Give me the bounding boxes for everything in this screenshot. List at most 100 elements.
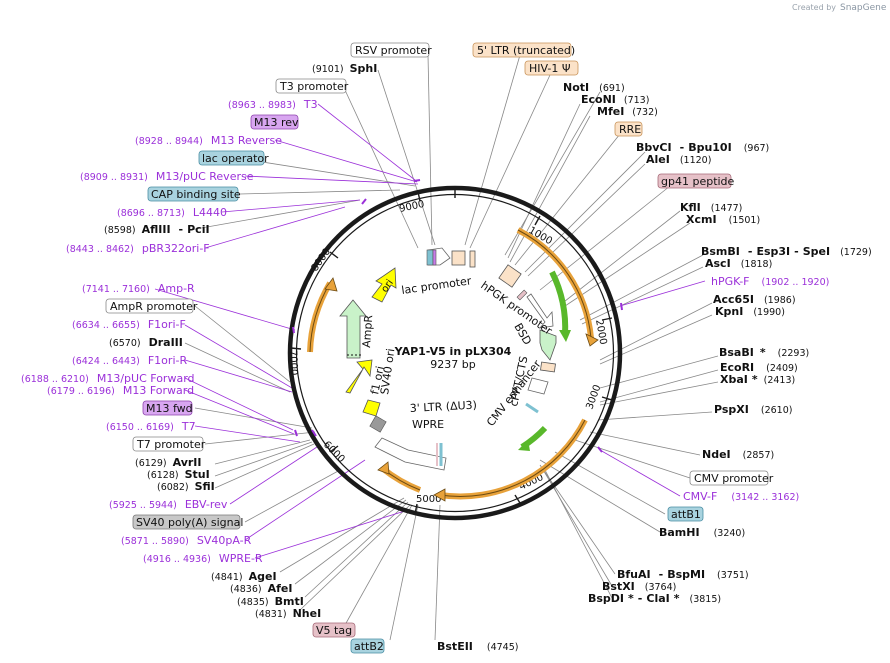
label-sv40-ori: SV40 ori — [378, 348, 397, 396]
primer-t3: (8963 .. 8983)T3 — [228, 98, 318, 111]
primer-f1ori-r: (6424 .. 6443)F1ori-R — [72, 354, 187, 367]
ori-arrow — [371, 267, 397, 303]
enzyme-agei: (4841)AgeI — [211, 570, 277, 583]
svg-text:RSV promoter: RSV promoter — [355, 44, 432, 57]
primer-m13-puc-reverse: (8909 .. 8931)M13/pUC Reverse — [80, 170, 254, 183]
primer-l4440: (8696 .. 8713)L4440 — [117, 206, 227, 219]
enzyme-kfli: KflI(1477) — [680, 201, 742, 214]
svg-text:CMV promoter: CMV promoter — [694, 472, 774, 485]
five-ltr-block — [451, 250, 466, 266]
box-cap-binding-site: CAP binding site — [147, 186, 241, 202]
orf-arc-4 — [307, 281, 333, 353]
box-5-ltr-truncated: 5' LTR (truncated) — [472, 42, 575, 58]
box-v5-tag: V5 tag — [312, 622, 356, 638]
enzyme-xbai: XbaI*(2413) — [720, 373, 795, 386]
rre-block — [498, 264, 522, 288]
enzyme-nhei: (4831)NheI — [255, 607, 321, 620]
svg-text:gp41 peptide: gp41 peptide — [661, 175, 735, 188]
bsd-arrow — [539, 329, 557, 361]
enzyme-asci: AscI(1818) — [705, 257, 772, 270]
tick-9000: 9000 — [398, 199, 425, 215]
label-lac-promoter: lac promoter — [401, 274, 473, 297]
enzyme-bstxi: BstXI(3764) — [602, 580, 676, 593]
primer-f1ori-f: (6634 .. 6655)F1ori-F — [72, 318, 186, 331]
svg-text:attB1: attB1 — [671, 508, 701, 521]
primer-sv40pa-r: (5871 .. 5890)SV40pA-R — [121, 534, 252, 547]
enzyme-aflIII-pcii: (8598)AflIII-PciI — [104, 223, 210, 236]
tick-5000: 5000 — [416, 494, 441, 505]
primer-pbr322ori-f: (8443 .. 8462)pBR322ori-F — [66, 242, 210, 255]
box-ampr-promoter: AmpR promoter — [105, 298, 198, 314]
enzyme-bsabi: BsaBI*(2293) — [719, 346, 809, 359]
leader-lines — [184, 54, 719, 641]
inner-feature-shapes — [339, 247, 557, 471]
primer-cmv-f: CMV-F(3142 .. 3162) — [683, 490, 799, 503]
svg-text:HIV-1 Ψ: HIV-1 Ψ — [529, 62, 571, 75]
tick-3000: 3000 — [584, 383, 603, 411]
three-ltr-arrow — [374, 437, 447, 471]
box-hiv1-psi: HIV-1 Ψ — [524, 60, 579, 76]
enzyme-noti: NotI(691) — [563, 81, 625, 94]
svg-text:CAP binding site: CAP binding site — [151, 188, 241, 201]
sv40-ori-block — [362, 399, 381, 417]
svg-text:lac operator: lac operator — [202, 152, 269, 165]
box-t7-promoter: T7 promoter — [132, 436, 206, 452]
box-attb2: attB2 — [350, 638, 385, 654]
svg-text:5' LTR (truncated): 5' LTR (truncated) — [477, 44, 575, 57]
plasmid-name: YAP1-V5 in pLX304 — [394, 345, 512, 358]
enzyme-acc65i: Acc65I(1986) — [713, 293, 796, 306]
enzyme-afei: (4836)AfeI — [230, 582, 292, 595]
box-gp41-peptide: gp41 peptide — [657, 173, 735, 189]
enzyme-ndei: NdeI(2857) — [702, 448, 774, 461]
svg-text:RRE: RRE — [619, 123, 641, 136]
box-lac-operator: lac operator — [198, 150, 269, 166]
enzyme-bmti: (4835)BmtI — [237, 595, 304, 608]
boxed-labels: RSV promoter 5' LTR (truncated) HIV-1 Ψ … — [105, 42, 774, 654]
enzyme-sphi: (9101)SphI — [312, 62, 377, 75]
box-t3-promoter: T3 promoter — [275, 78, 349, 94]
primer-ebv-rev: (5925 .. 5944)EBV-rev — [109, 498, 228, 511]
enzyme-pspxi: PspXI(2610) — [714, 403, 792, 416]
box-attb1: attB1 — [667, 506, 704, 522]
enzyme-draiii: (6570)DraIII — [109, 336, 183, 349]
snapgene-logo-text: SnapGene — [840, 3, 887, 13]
svg-text:AmpR promoter: AmpR promoter — [110, 300, 198, 313]
watermark-prefix: Created by — [792, 3, 836, 12]
enzyme-econi: EcoNI(713) — [581, 93, 649, 106]
box-rre: RRE — [614, 121, 643, 137]
box-sv40-polya: SV40 poly(A) signal — [132, 514, 243, 530]
enzyme-bsteii: BstEII(4745) — [437, 640, 518, 653]
primer-t7: (6150 .. 6169)T7 — [106, 420, 196, 433]
enzyme-bspdi-clai: BspDI*-ClaI*(3815) — [588, 592, 721, 605]
orf-arrowheads — [324, 277, 599, 502]
primer-hpgk-f: hPGK-F(1902 .. 1920) — [711, 275, 829, 288]
primer-m13-puc-forward: (6188 .. 6210)M13/pUC Forward — [21, 372, 195, 385]
svg-text:M13 rev: M13 rev — [254, 116, 299, 129]
enzyme-bsmbi-esp3i-spei: BsmBI-Esp3I-SpeI(1729) — [701, 245, 872, 258]
box-m13-fwd: M13 fwd — [142, 400, 193, 416]
enzyme-sfii: (6082)SfiI — [157, 480, 215, 493]
label-ampr: AmpR — [360, 314, 375, 348]
primer-site-marks — [292, 179, 623, 453]
enzyme-avrii: (6129)AvrII — [135, 456, 202, 469]
svg-text:T7 promoter: T7 promoter — [136, 438, 206, 451]
f1-ori-arrow — [345, 359, 373, 394]
enzyme-ecori: EcoRI(2409) — [720, 361, 798, 374]
label-f1-ori: f1 ori — [368, 365, 387, 396]
enzyme-bamhi: BamHI(3240) — [659, 526, 745, 539]
enzyme-mfei: MfeI(732) — [597, 105, 658, 118]
tick-7000: 7000 — [287, 350, 299, 376]
plasmid-length: 9237 bp — [430, 358, 475, 371]
ampr-arrow — [339, 299, 367, 359]
svg-text:attB2: attB2 — [354, 640, 384, 653]
svg-text:SV40 poly(A) signal: SV40 poly(A) signal — [136, 516, 243, 529]
tick-8000: 8000 — [309, 247, 333, 274]
ring-tick-marks — [290, 188, 613, 515]
cppt-block — [540, 361, 556, 373]
orf-arc-2 — [439, 418, 588, 500]
svg-text:V5 tag: V5 tag — [316, 624, 352, 637]
primer-m13-forward: (6179 .. 6196)M13 Forward — [47, 384, 194, 397]
label-wpre: WPRE — [412, 418, 444, 431]
